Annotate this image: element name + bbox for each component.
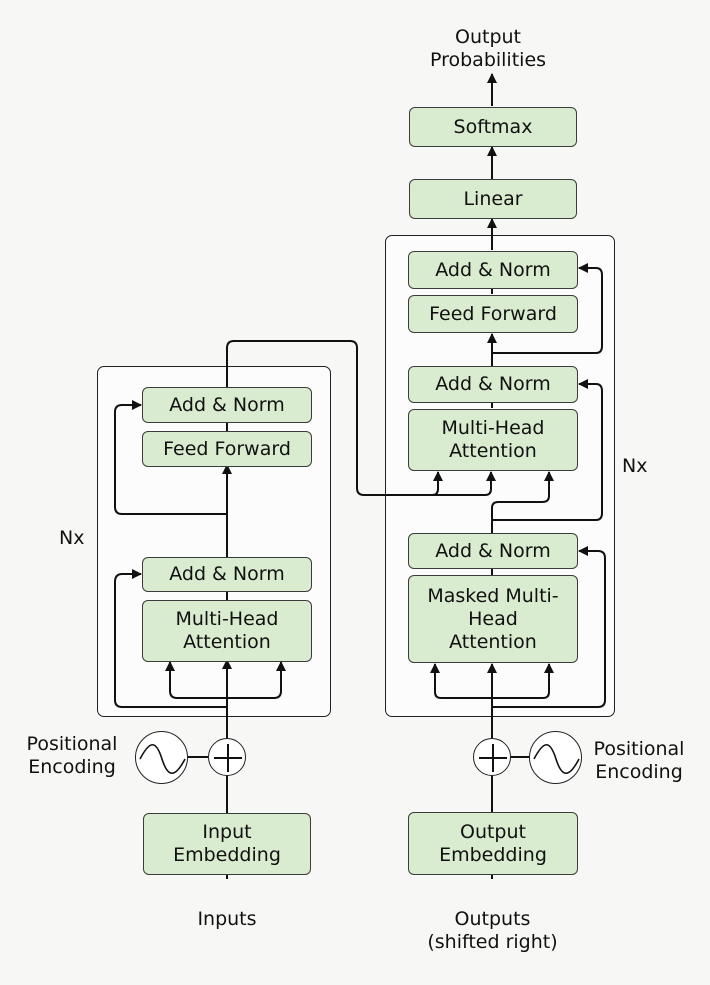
- input-embedding-block: Input Embedding: [143, 813, 311, 875]
- encoder-add-norm-bottom: Add & Norm: [142, 557, 312, 592]
- output-embedding-block: Output Embedding: [408, 812, 578, 875]
- left-positional-encoding-label: Positional Encoding: [26, 733, 118, 778]
- softmax-block: Softmax: [409, 107, 577, 147]
- sine-wave-icon: [135, 731, 188, 784]
- inputs-label: Inputs: [197, 908, 257, 930]
- sine-wave-icon: [529, 731, 582, 784]
- decoder-add-norm-bottom: Add & Norm: [408, 533, 578, 569]
- output-probabilities-label: Output Probabilities: [429, 26, 547, 71]
- encoder-add-norm-top: Add & Norm: [142, 387, 312, 423]
- decoder-add-norm-mid: Add & Norm: [408, 366, 578, 403]
- decoder-multi-head-attention: Multi-Head Attention: [408, 409, 578, 471]
- encoder-multi-head-attention: Multi-Head Attention: [142, 600, 312, 662]
- encoder-nx-label: Nx: [59, 527, 85, 549]
- decoder-add-norm-top: Add & Norm: [408, 251, 578, 289]
- decoder-masked-multi-head-attention: Masked Multi- Head Attention: [408, 575, 578, 663]
- decoder-feed-forward: Feed Forward: [408, 295, 578, 333]
- right-positional-encoding-label: Positional Encoding: [593, 738, 685, 783]
- outputs-shifted-right-label: Outputs (shifted right): [427, 908, 558, 953]
- plus-circle-icon: [473, 738, 511, 776]
- decoder-nx-label: Nx: [622, 455, 648, 477]
- linear-block: Linear: [409, 179, 577, 219]
- encoder-feed-forward: Feed Forward: [142, 431, 312, 467]
- plus-circle-icon: [208, 738, 246, 776]
